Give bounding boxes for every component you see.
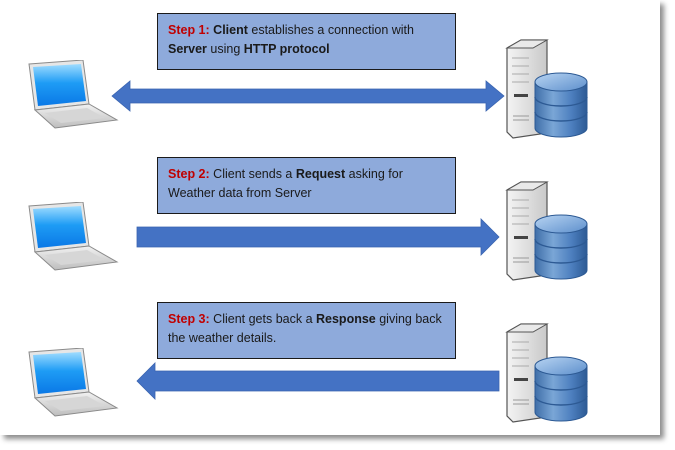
step-1-text: using <box>206 42 244 56</box>
step-2-text: asking for Weather data from Server <box>168 167 403 200</box>
step-2-box: Step 2: Client sends a Request asking fo… <box>157 157 456 214</box>
step-1-label: Step 1: <box>168 23 210 37</box>
arrow-shape <box>136 218 500 256</box>
step-1-text: establishes a connection with <box>247 23 414 37</box>
step-1-box: Step 1: Client establishes a connection … <box>157 13 456 70</box>
step-2-text: Client sends a <box>209 167 296 181</box>
diagram-canvas: Step 1: Client establishes a connection … <box>28 13 588 423</box>
step-3-box: Step 3: Client gets back a Response givi… <box>157 302 456 359</box>
step-3-response: Response <box>316 312 376 326</box>
step-1-server: Server <box>168 42 207 56</box>
step-1-client: Client <box>213 23 248 37</box>
right-arrow <box>136 218 500 256</box>
step-3-text: Client gets back a <box>209 312 316 326</box>
laptop-icon <box>28 348 119 417</box>
step-3-text: giving back the weather details. <box>168 312 442 345</box>
database-server-icon <box>505 181 588 281</box>
database-server-icon <box>505 39 588 139</box>
arrow-shape <box>111 80 505 112</box>
bidirectional-arrow <box>111 80 505 112</box>
arrow-shape <box>136 362 500 400</box>
step-2-request: Request <box>295 167 346 181</box>
laptop-icon <box>28 202 119 271</box>
left-arrow <box>136 362 500 400</box>
step-2-label: Step 2: <box>168 167 210 181</box>
database-server-icon <box>505 323 588 423</box>
step-1-protocol: HTTP protocol <box>243 42 330 56</box>
laptop-icon <box>28 60 119 129</box>
step-3-label: Step 3: <box>168 312 210 326</box>
